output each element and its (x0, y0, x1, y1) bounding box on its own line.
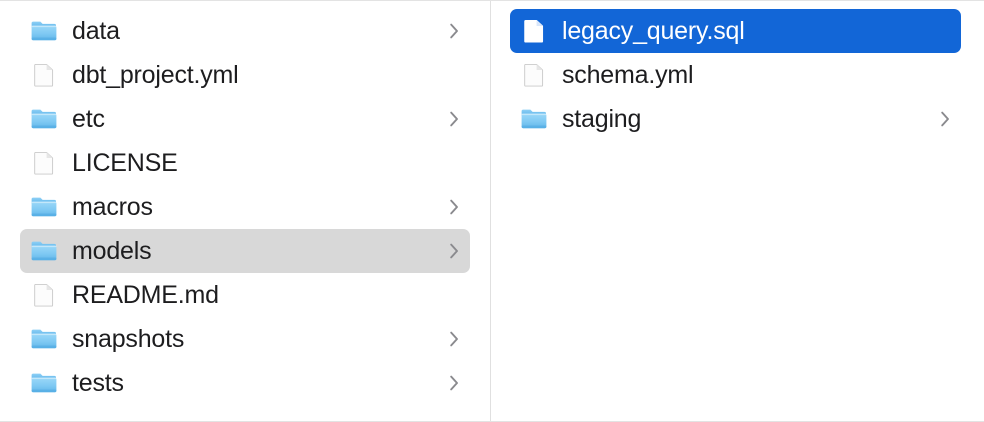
folder-row[interactable]: tests (20, 361, 470, 405)
folder-icon (30, 19, 58, 43)
folder-row[interactable]: snapshots (20, 317, 470, 361)
item-label: etc (72, 105, 105, 133)
folder-row[interactable]: models (20, 229, 470, 273)
folder-icon (520, 107, 548, 131)
folder-row[interactable]: macros (20, 185, 470, 229)
document-icon (520, 63, 548, 87)
file-row[interactable]: schema.yml (510, 53, 961, 97)
file-row[interactable]: README.md (20, 273, 470, 317)
file-row[interactable]: LICENSE (20, 141, 470, 185)
folder-icon (30, 327, 58, 351)
folder-icon (30, 107, 58, 131)
file-row[interactable]: dbt_project.yml (20, 53, 470, 97)
document-icon (30, 63, 58, 87)
chevron-right-icon[interactable] (940, 110, 951, 128)
item-label: legacy_query.sql (562, 17, 745, 45)
item-label: models (72, 237, 152, 265)
file-row[interactable]: legacy_query.sql (510, 9, 961, 53)
finder-column-1[interactable]: legacy_query.sql schema.yml staging (491, 1, 983, 421)
item-label: tests (72, 369, 124, 397)
chevron-right-icon[interactable] (449, 330, 460, 348)
folder-icon (30, 239, 58, 263)
document-icon (30, 283, 58, 307)
folder-icon (30, 371, 58, 395)
chevron-right-icon[interactable] (449, 198, 460, 216)
item-label: data (72, 17, 120, 45)
item-label: LICENSE (72, 149, 178, 177)
chevron-right-icon[interactable] (449, 22, 460, 40)
item-label: macros (72, 193, 153, 221)
chevron-right-icon[interactable] (449, 374, 460, 392)
folder-row[interactable]: data (20, 9, 470, 53)
chevron-right-icon[interactable] (449, 242, 460, 260)
folder-icon (30, 195, 58, 219)
folder-row[interactable]: etc (20, 97, 470, 141)
document-icon (30, 151, 58, 175)
item-label: dbt_project.yml (72, 61, 239, 89)
item-label: staging (562, 105, 642, 133)
folder-row[interactable]: staging (510, 97, 961, 141)
item-label: README.md (72, 281, 219, 309)
item-label: schema.yml (562, 61, 694, 89)
document-icon (520, 19, 548, 43)
item-label: snapshots (72, 325, 185, 353)
chevron-right-icon[interactable] (449, 110, 460, 128)
